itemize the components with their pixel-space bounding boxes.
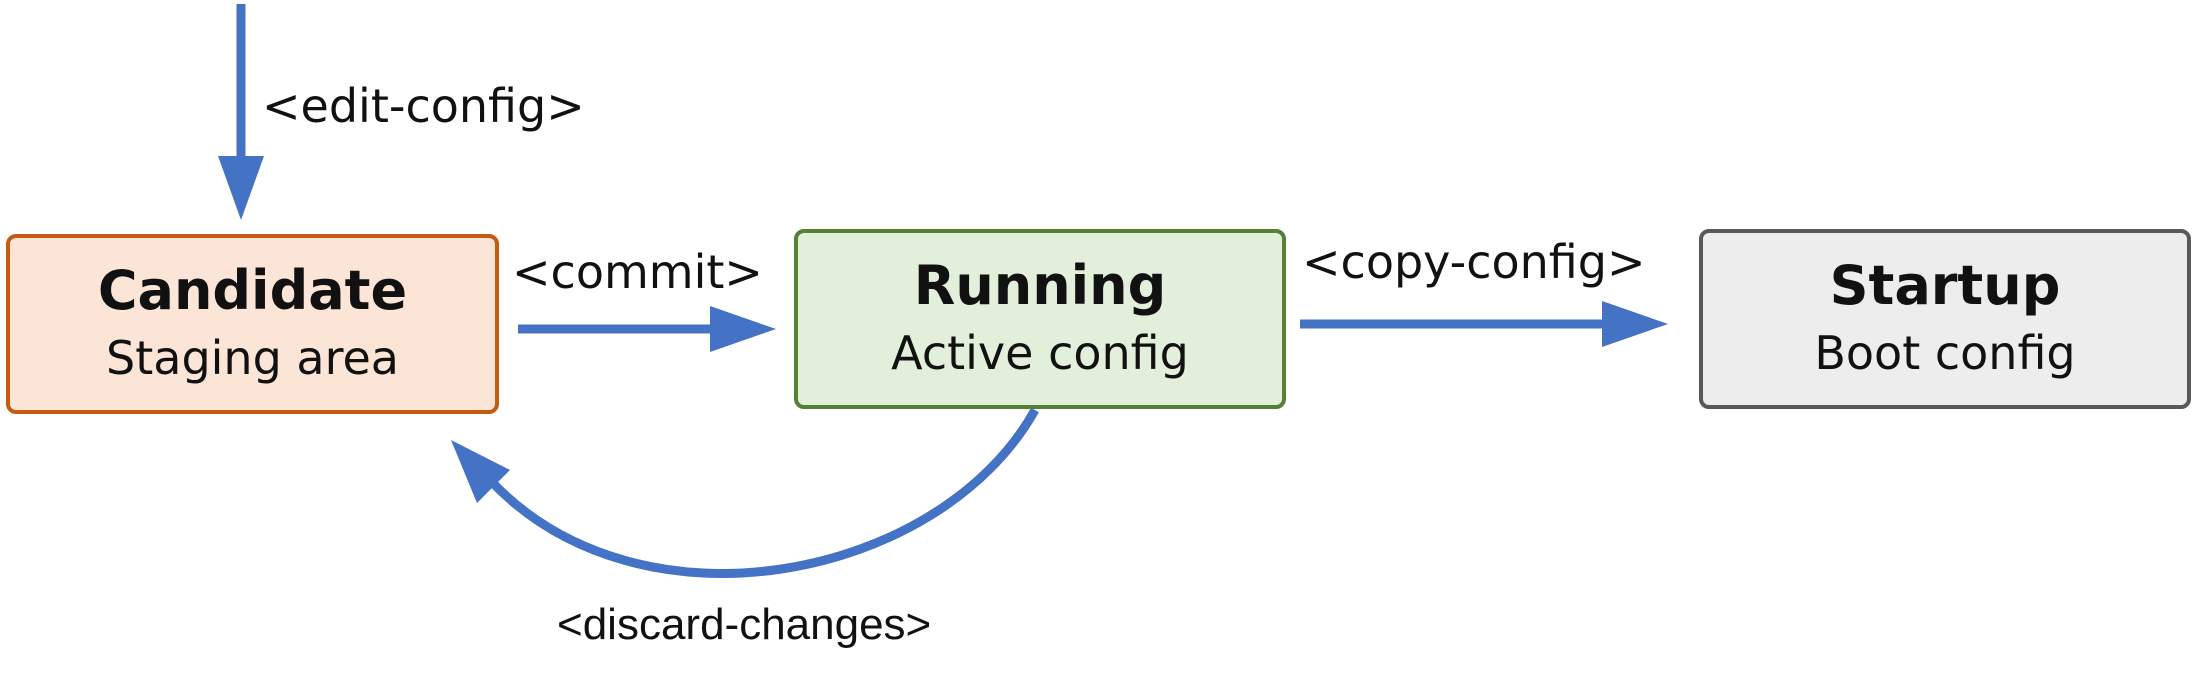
candidate-title: Candidate — [97, 259, 408, 322]
running-subtitle: Active config — [891, 326, 1189, 380]
startup-node: Startup Boot config — [1699, 229, 2191, 409]
running-node: Running Active config — [794, 229, 1286, 409]
startup-subtitle: Boot config — [1814, 326, 2076, 380]
copy-config-label: <copy-config> — [1302, 235, 1646, 289]
edit-config-arrow — [218, 4, 264, 220]
candidate-node: Candidate Staging area — [6, 234, 499, 414]
running-title: Running — [913, 254, 1167, 317]
commit-label: <commit> — [512, 245, 763, 299]
commit-arrow — [518, 306, 776, 352]
copy-config-arrow — [1300, 301, 1668, 347]
startup-title: Startup — [1829, 254, 2061, 317]
edit-config-label: <edit-config> — [262, 79, 585, 133]
candidate-subtitle: Staging area — [106, 331, 399, 385]
discard-changes-label: <discard-changes> — [557, 600, 932, 649]
discard-changes-arrow — [451, 407, 1039, 578]
